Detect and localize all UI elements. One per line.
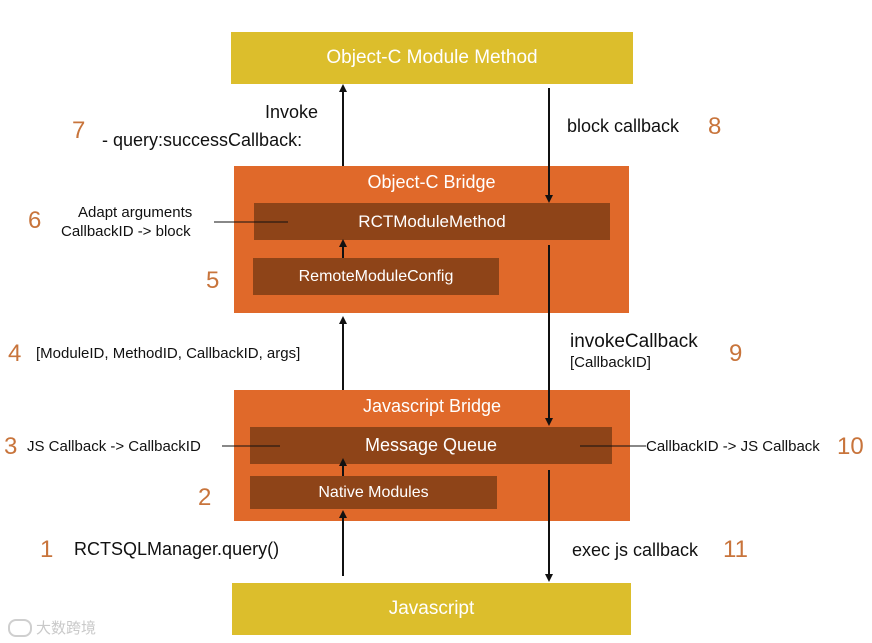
step-10-label: CallbackID -> JS Callback [646,438,820,455]
step-6-label-line2: CallbackID -> block [61,223,191,240]
rct-module-method-box: RCTModuleMethod [254,203,610,240]
step-6-label-line1: Adapt arguments [78,204,193,221]
watermark: 大数跨境 [8,617,96,638]
step-11-number: 11 [723,536,748,563]
rct-module-method-label: RCTModuleMethod [358,211,506,231]
step-9-label-line1: invokeCallback [570,331,698,352]
step-3-label: JS Callback -> CallbackID [27,438,201,455]
step-1-label: RCTSQLManager.query() [74,539,280,559]
step-8-label: block callback [567,116,680,136]
step-2-number: 2 [198,484,212,511]
step-3-number: 3 [4,433,18,460]
native-modules-label: Native Modules [318,483,429,501]
native-modules-box: Native Modules [250,476,497,509]
message-queue-label: Message Queue [364,435,498,455]
objc-module-method-label: Object-C Module Method [326,47,538,68]
watermark-text: 大数跨境 [36,620,97,637]
step-4-label: [ModuleID, MethodID, CallbackID, args] [36,345,301,362]
watermark-logo-icon [8,618,32,637]
step-6-number: 6 [28,207,42,234]
message-queue-box: Message Queue [250,427,612,464]
step-10-number: 10 [837,433,864,460]
step-1-number: 1 [40,536,54,563]
remote-module-config-box: RemoteModuleConfig [253,258,499,295]
remote-module-config-label: RemoteModuleConfig [298,267,454,285]
step-5-number: 5 [206,267,220,294]
objc-bridge-title: Object-C Bridge [367,172,496,192]
step-9-label-line2: [CallbackID] [570,354,651,371]
javascript-box: Javascript [232,583,631,635]
step-7-label-line2: - query:successCallback: [102,130,303,150]
step-11-label: exec js callback [572,540,699,560]
javascript-label: Javascript [388,598,475,619]
js-bridge-title: Javascript Bridge [362,396,502,416]
step-9-number: 9 [729,340,743,367]
step-7-number: 7 [72,117,86,144]
objc-module-method-box: Object-C Module Method [231,32,633,84]
step-7-label-line1: Invoke [265,102,319,122]
step-8-number: 8 [708,113,722,140]
step-4-number: 4 [8,340,22,367]
